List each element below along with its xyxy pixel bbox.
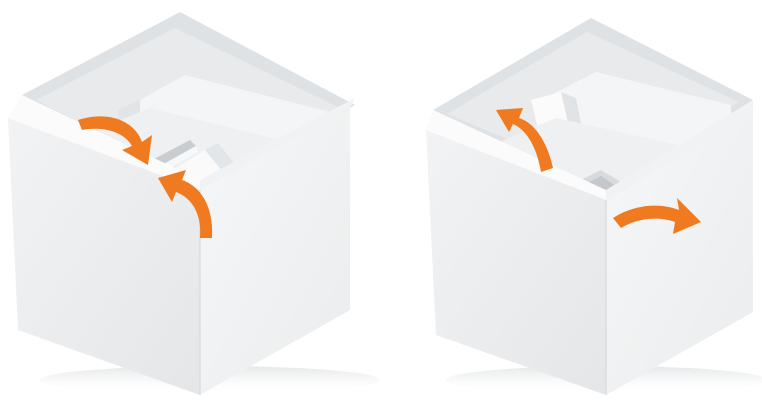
box-illustration-left xyxy=(0,0,381,400)
box-right-svg xyxy=(381,0,762,400)
box-left-svg xyxy=(0,0,381,400)
box-illustration-right xyxy=(381,0,762,400)
